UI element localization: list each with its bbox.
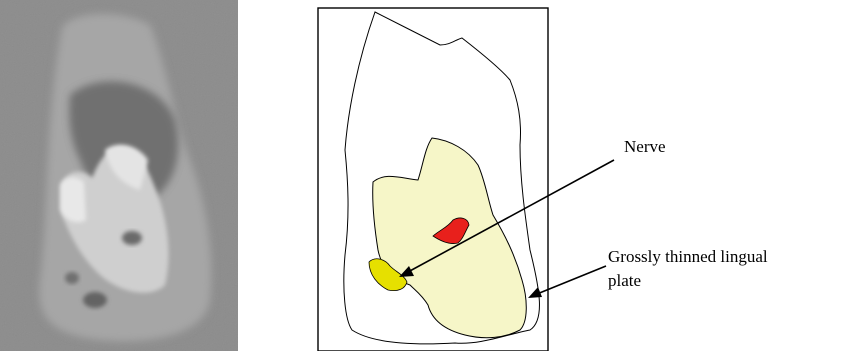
nerve-label: Nerve <box>624 137 666 156</box>
lingual-plate-label-line2: plate <box>608 271 641 290</box>
ct-scan-image <box>0 0 238 351</box>
lingual-plate-label-line1: Grossly thinned lingual <box>608 247 768 266</box>
